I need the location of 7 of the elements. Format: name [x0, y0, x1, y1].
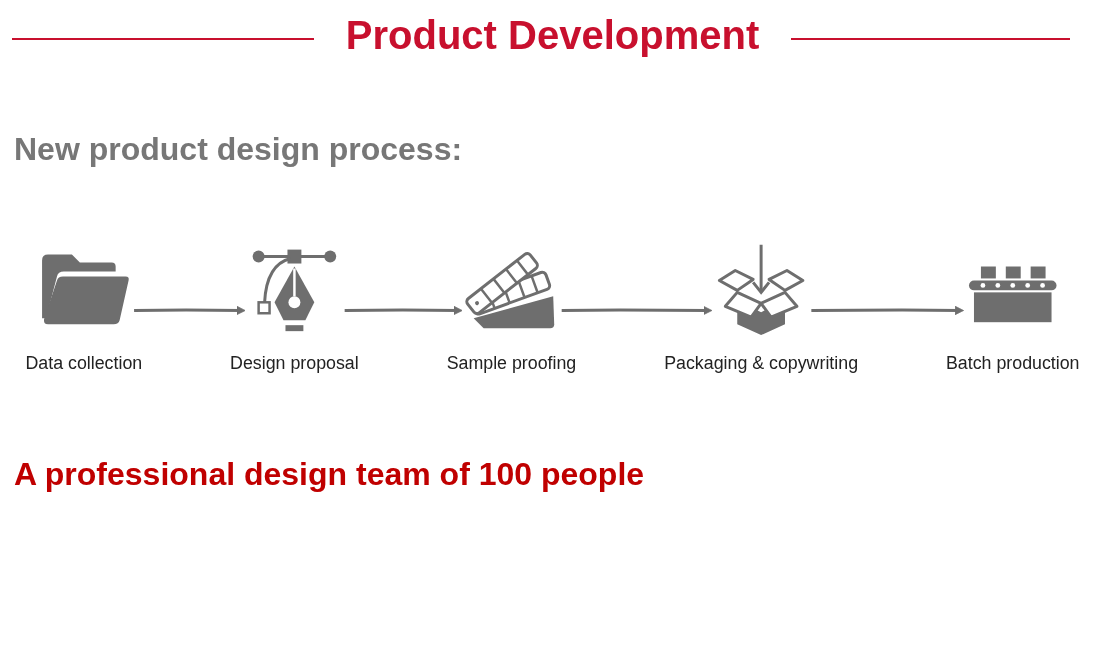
arrow: [344, 305, 463, 316]
subheading: New product design process:: [14, 130, 463, 168]
arrow: [134, 305, 246, 316]
arrow: [561, 305, 713, 316]
title: Product Development: [345, 12, 760, 59]
arrow: [811, 305, 964, 316]
highlight-text: A professional design team of 100 people: [14, 455, 645, 493]
